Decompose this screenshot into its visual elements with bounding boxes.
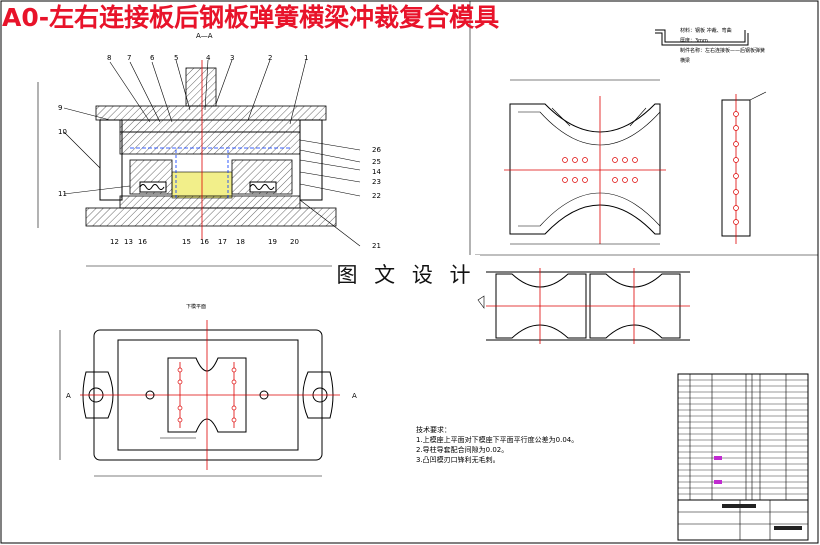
view-mark-left: A <box>66 392 71 400</box>
strip-layout <box>477 268 690 344</box>
balloon-bottom-7: 18 <box>236 238 245 246</box>
balloon-top-4: 5 <box>174 54 178 62</box>
view-mark-right: A <box>352 392 357 400</box>
part-note-4: 横梁 <box>680 57 690 64</box>
balloon-left-3: 11 <box>58 190 67 198</box>
balloon-top-2: 7 <box>127 54 131 62</box>
lower-die-plan: 下模平面 A A <box>59 303 357 477</box>
tech-item-1: 1.上模座上平面对下模座下平面平行度公差为0.04。 <box>416 435 578 444</box>
balloon-bottom-8: 19 <box>268 238 277 246</box>
balloon-bottom-2: 13 <box>124 238 133 246</box>
balloon-right-5: 22 <box>372 192 381 200</box>
lower-die-seat <box>85 207 337 227</box>
balloon-top-7: 2 <box>268 54 272 62</box>
part-views: 材料：钢板 冲裁、弯曲 厚度：3mm 制件名称：左右连接板——后钢板弹簧 横梁 <box>504 27 767 245</box>
part-front-view <box>504 79 666 245</box>
balloon-top-8: 1 <box>304 54 308 62</box>
balloon-left-1: 9 <box>58 104 62 112</box>
balloon-right-4: 23 <box>372 178 381 186</box>
tech-notes: 技术要求： 1.上模座上平面对下模座下平面平行度公差为0.04。 2.导柱导套配… <box>416 425 578 464</box>
tech-item-2: 2.导柱导套配合间隙为0.02。 <box>416 445 508 454</box>
title-block <box>677 373 809 541</box>
balloon-top-1: 8 <box>107 54 111 62</box>
part-side-view <box>721 91 767 244</box>
section-view: A—A 8 7 6 5 4 3 2 1 9 10 11 26 25 14 23 … <box>37 32 381 267</box>
balloon-top-5: 4 <box>206 54 211 62</box>
part-note-3: 制件名称：左右连接板——后钢板弹簧 <box>680 47 765 54</box>
balloon-top-6: 3 <box>230 54 234 62</box>
balloon-left-2: 10 <box>58 128 67 136</box>
balloon-bottom-9: 20 <box>290 238 299 246</box>
balloon-bottom-3: 16 <box>138 238 147 246</box>
balloon-bottom-4: 15 <box>182 238 191 246</box>
balloon-right-1: 26 <box>372 146 381 154</box>
balloon-top-3: 6 <box>150 54 155 62</box>
section-title: A—A <box>196 32 213 40</box>
springs <box>139 181 277 193</box>
balloon-right-6: 21 <box>372 242 381 250</box>
part-note-2: 厚度：3mm <box>680 37 708 44</box>
die-shank <box>185 67 217 107</box>
leader-lines <box>63 59 361 247</box>
tech-heading: 技术要求： <box>416 425 451 434</box>
part-note-1: 材料：钢板 冲裁、弯曲 <box>680 27 732 34</box>
balloon-bottom-1: 12 <box>110 238 119 246</box>
balloon-bottom-6: 17 <box>218 238 227 246</box>
drawing-title: A0-左右连接板后钢板弹簧横梁冲裁复合模具 <box>2 3 500 32</box>
balloon-bottom-5: 16 <box>200 238 209 246</box>
plan-view-label: 下模平面 <box>186 303 206 310</box>
balloon-right-3: 14 <box>372 168 381 176</box>
watermark-text: 图 文 设 计 <box>332 255 480 293</box>
balloon-right-2: 25 <box>372 158 381 166</box>
tech-item-3: 3.凸凹模刃口锋利无毛刺。 <box>416 455 500 464</box>
